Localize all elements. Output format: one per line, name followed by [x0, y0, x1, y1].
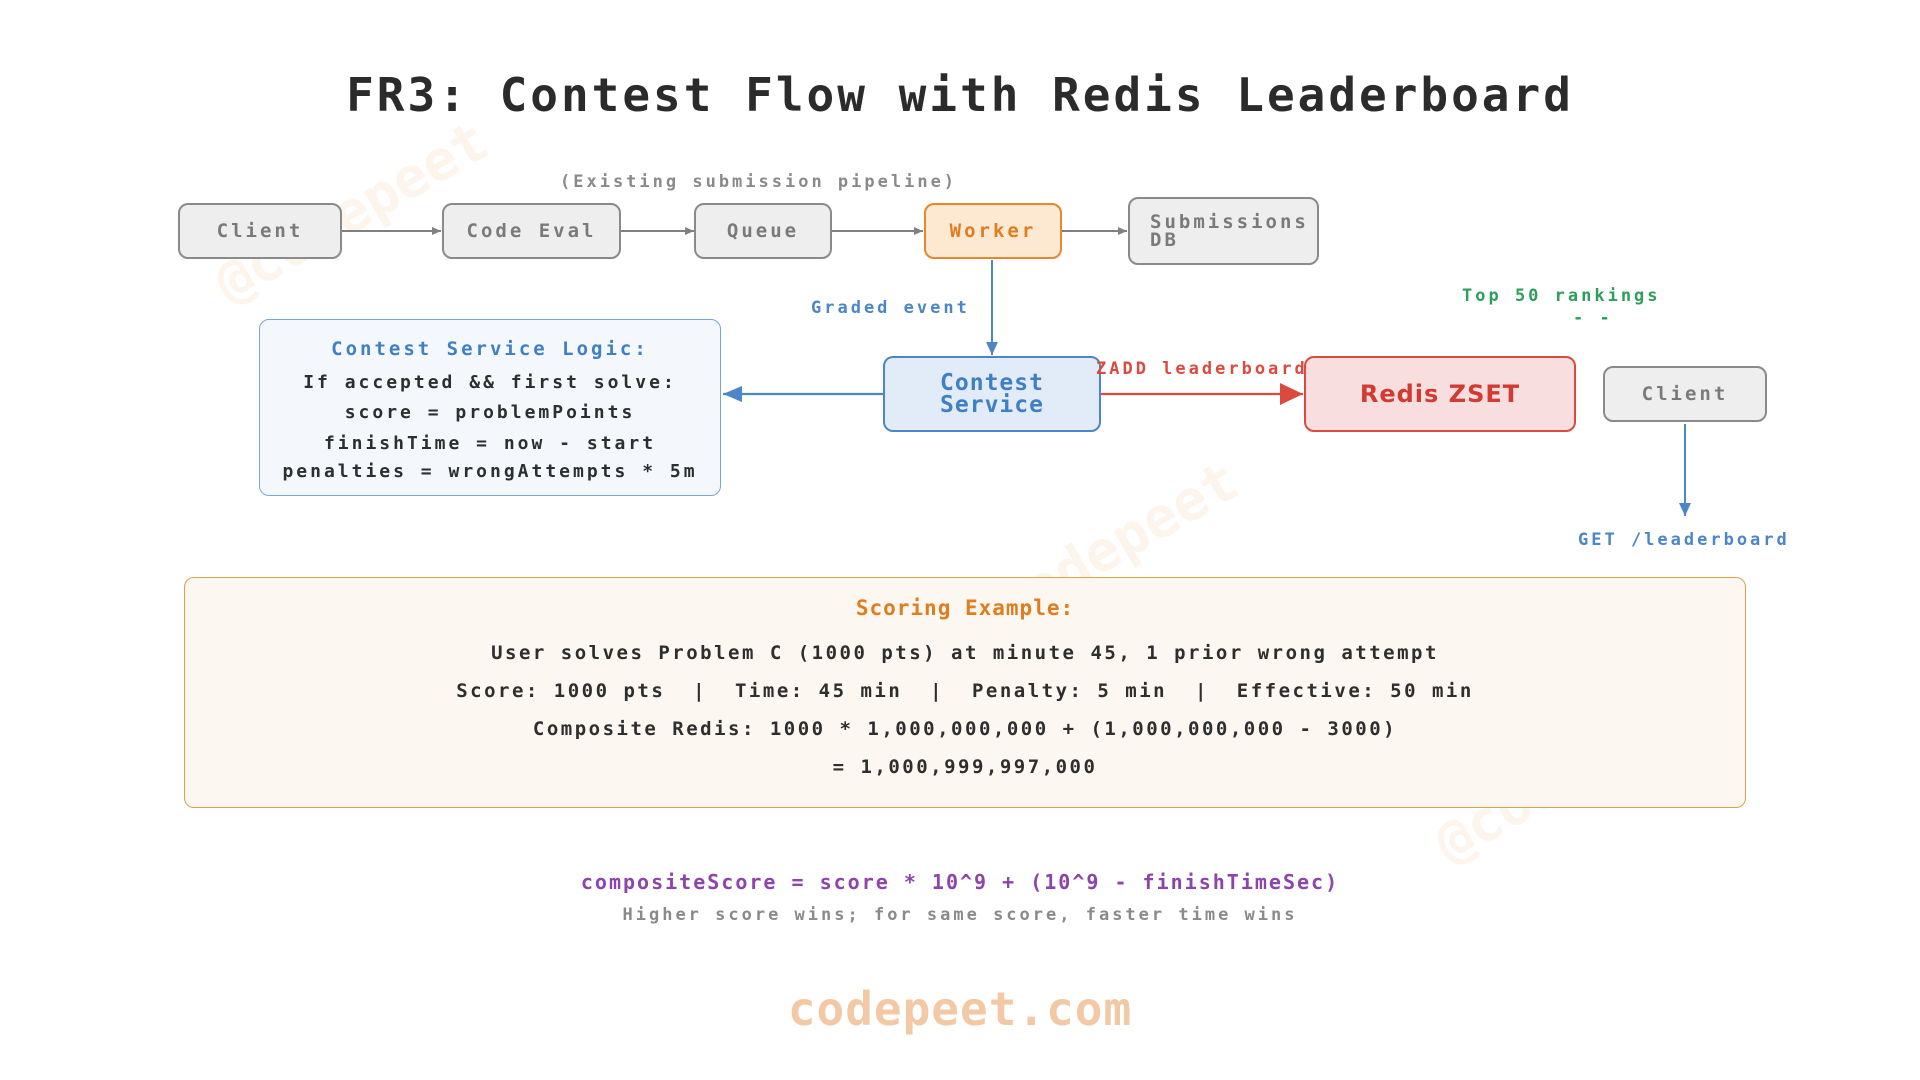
logic-line: penalties = wrongAttempts * 5m [282, 461, 698, 482]
pipeline-caption: (Existing submission pipeline) [560, 172, 958, 192]
code-eval-node: Code Eval [442, 203, 621, 259]
logic-line: score = problemPoints [344, 402, 636, 423]
contest-service-node: Contest Service [883, 356, 1101, 432]
logic-line: If accepted && first solve: [303, 372, 677, 393]
worker-node-label: Worker [949, 220, 1037, 242]
top50-dash: - - [1573, 308, 1613, 328]
submissions-db-label-line1: Submissions [1150, 211, 1309, 233]
submissions-db-node: Submissions DB [1128, 197, 1319, 265]
composite-formula: compositeScore = score * 10^9 + (10^9 - … [580, 870, 1340, 894]
get-leaderboard-label: GET /leaderboard [1578, 530, 1790, 550]
contest-service-label-line1: Contest [940, 370, 1044, 396]
code-eval-node-label: Code Eval [466, 220, 597, 242]
client-node: Client [178, 203, 342, 259]
scoring-example-box: Scoring Example: User solves Problem C (… [184, 577, 1746, 808]
formula-note: Higher score wins; for same score, faste… [622, 905, 1298, 925]
redis-zset-node: Redis ZSET [1304, 356, 1576, 432]
top50-label: Top 50 rankings [1462, 286, 1661, 306]
queue-node: Queue [694, 203, 832, 259]
submissions-db-label-line2: DB [1150, 229, 1179, 251]
client-node-label: Client [216, 220, 304, 242]
redis-zset-label: Redis ZSET [1359, 380, 1521, 408]
logic-line: finishTime = now - start [323, 433, 657, 454]
graded-event-label: Graded event [811, 298, 970, 318]
client-node-2-label: Client [1641, 383, 1729, 405]
scoring-title: Scoring Example: [855, 596, 1075, 620]
scoring-line: Score: 1000 pts | Time: 45 min | Penalty… [456, 680, 1474, 702]
zadd-label: ZADD leaderboard [1096, 359, 1308, 379]
contest-logic-title: Contest Service Logic: [331, 338, 649, 360]
client-node-2: Client [1603, 366, 1767, 422]
scoring-line: = 1,000,999,997,000 [832, 756, 1098, 778]
queue-node-label: Queue [726, 220, 800, 242]
scoring-line: User solves Problem C (1000 pts) at minu… [491, 642, 1439, 664]
footer-brand: codepeet.com [787, 982, 1133, 1036]
contest-logic-box: Contest Service Logic: If accepted && fi… [259, 319, 721, 496]
contest-service-label-line2: Service [940, 392, 1044, 418]
scoring-line: Composite Redis: 1000 * 1,000,000,000 + … [532, 718, 1398, 740]
worker-node: Worker [924, 203, 1062, 259]
page-title: FR3: Contest Flow with Redis Leaderboard [346, 68, 1574, 122]
